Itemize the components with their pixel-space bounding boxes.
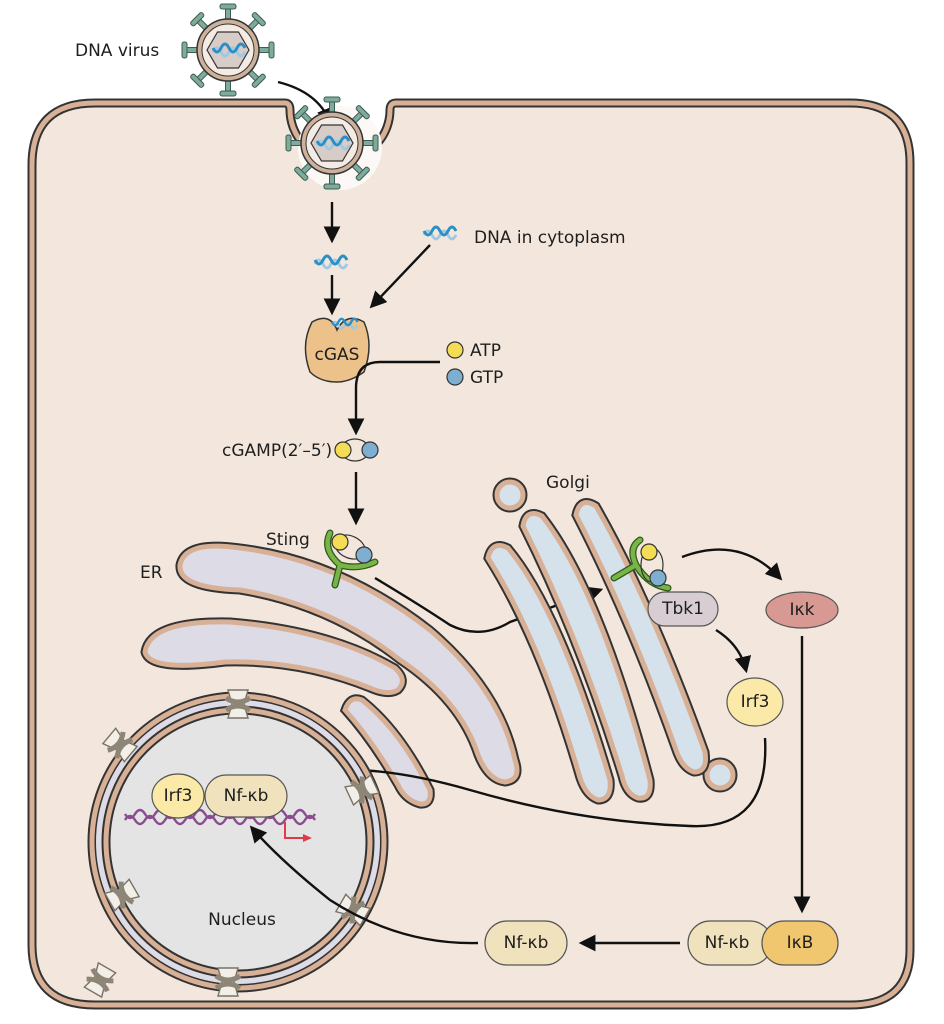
arrow-sting-translocation: [374, 576, 604, 634]
er-label: ER: [140, 563, 163, 583]
arrow-nfkb-to-nucleus: [249, 825, 479, 945]
golgi-organelle: [483, 477, 738, 805]
nucleus-organelle: [83, 690, 389, 998]
arrow-tbk1-to-irf3: [715, 628, 752, 674]
endocytosed-virus-icon: [286, 97, 378, 189]
tbk1-protein: [647, 591, 719, 627]
irf3-nucleus-label: Irf3: [164, 786, 193, 806]
cgamp-label: cGAMP(2′–5′): [222, 441, 332, 461]
nfkb-free-protein: [484, 920, 568, 966]
sting-receptor-golgi: [610, 536, 672, 592]
arrow-cgamp-synthesis: [347, 360, 440, 436]
gtp-label: GTP: [470, 368, 503, 388]
irf3-cytoplasm-protein: [726, 677, 784, 727]
cgamp-icon: [334, 438, 379, 462]
cgas-enzyme: [304, 317, 370, 383]
atp-label: ATP: [470, 341, 501, 361]
arrow-to-ikk: [681, 548, 783, 581]
sting-receptor-er: [324, 529, 379, 589]
golgi-label: Golgi: [546, 473, 590, 493]
ikk-label: Iκk: [790, 600, 815, 620]
er-organelle: [140, 541, 522, 809]
sting-label: Sting: [266, 530, 310, 550]
irf3-cytoplasm-label: Irf3: [741, 692, 770, 712]
nfkb-free-label: Nf-κb: [504, 933, 549, 953]
dna-virus-label: DNA virus: [75, 41, 159, 61]
ikb-protein: [761, 920, 839, 966]
gtp-icon: [446, 368, 464, 386]
nfkb-complex-label: Nf-κb: [705, 933, 750, 953]
ikk-protein: [765, 591, 839, 629]
arrow-cyto-dna-to-cgas: [369, 244, 431, 309]
irf3-nucleus-protein: [151, 773, 205, 819]
tbk1-label: Tbk1: [661, 599, 704, 619]
dna-virus-icon: [182, 4, 274, 96]
dna-in-cytoplasm-label: DNA in cytoplasm: [474, 228, 626, 248]
nucleus-label: Nucleus: [208, 910, 276, 930]
transcription-start-icon: [284, 822, 305, 839]
nfkb-nucleus-label: Nf-κb: [224, 786, 269, 806]
ikb-label: IκB: [787, 933, 814, 953]
atp-icon: [446, 341, 464, 359]
nfkb-nucleus-protein: [204, 774, 288, 818]
cgas-label: cGAS: [315, 345, 360, 365]
